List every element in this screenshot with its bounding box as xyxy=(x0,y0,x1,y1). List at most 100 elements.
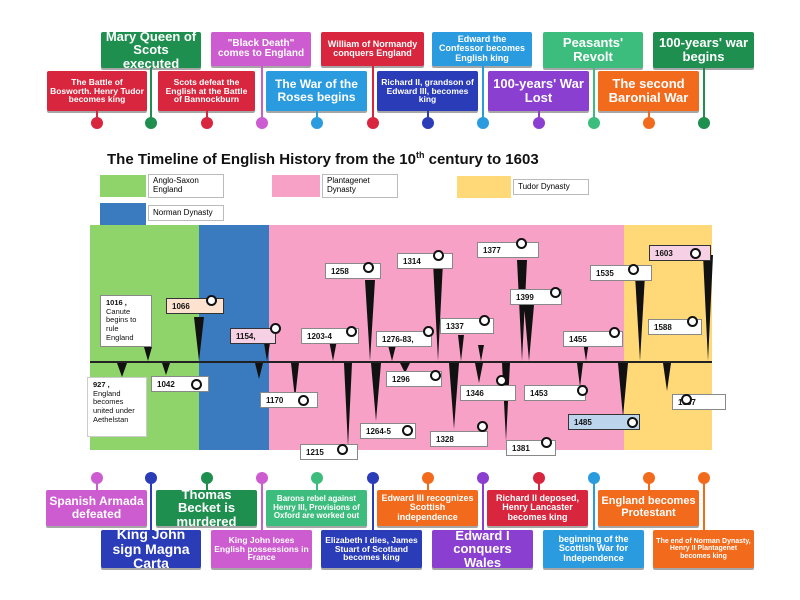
year-label-1587: 1587 xyxy=(672,394,726,410)
drop-dot xyxy=(145,117,157,129)
drop-dot xyxy=(643,117,655,129)
connector-stem xyxy=(538,111,540,119)
tile-100-years-war-lost[interactable]: 100-years' War Lost xyxy=(488,71,589,111)
draggable-target-ring[interactable] xyxy=(402,425,413,436)
drop-dot xyxy=(422,117,434,129)
connector-stem xyxy=(648,111,650,119)
event-spike xyxy=(475,363,483,383)
drop-dot xyxy=(256,472,268,484)
tile-england-becomes-protestant[interactable]: England becomes Protestant xyxy=(598,490,699,526)
draggable-target-ring[interactable] xyxy=(477,421,488,432)
draggable-target-ring[interactable] xyxy=(479,315,490,326)
event-spike xyxy=(328,335,338,361)
connector-stem xyxy=(316,480,318,490)
event-spike xyxy=(582,335,590,361)
tile-richard-ii-deposed[interactable]: Richard II deposed, Henry Lancaster beco… xyxy=(487,490,588,526)
draggable-target-ring[interactable] xyxy=(541,437,552,448)
event-spike xyxy=(478,345,484,361)
event-spike xyxy=(117,363,127,377)
tile-king-john-magna-carta[interactable]: King John sign Magna Carta xyxy=(101,527,201,571)
drop-dot xyxy=(145,472,157,484)
tile-war-of-the-roses-begins[interactable]: The War of the Roses begins xyxy=(266,71,367,111)
tile-black-death[interactable]: "Black Death" comes to England xyxy=(211,32,311,66)
draggable-target-ring[interactable] xyxy=(423,326,434,337)
event-spike xyxy=(162,363,170,375)
tile-peasants-revolt[interactable]: Peasants' Revolt xyxy=(543,32,643,68)
tile-edward-iii-scottish-independence[interactable]: Edward III recognizes Scottish independe… xyxy=(377,490,478,526)
draggable-target-ring[interactable] xyxy=(191,379,202,390)
drop-dot xyxy=(588,117,600,129)
draggable-target-ring[interactable] xyxy=(687,316,698,327)
draggable-target-ring[interactable] xyxy=(609,327,620,338)
draggable-target-ring[interactable] xyxy=(337,444,348,455)
connector-stem xyxy=(372,66,374,119)
drop-dot xyxy=(422,472,434,484)
tile-mary-queen-of-scots-executed[interactable]: Mary Queen of Scots executed xyxy=(101,29,201,70)
draggable-target-ring[interactable] xyxy=(433,250,444,261)
drop-dot xyxy=(367,117,379,129)
year-label-1016: 1016 , Canute begins to rule England xyxy=(100,295,152,347)
drop-dot xyxy=(201,117,213,129)
tile-edward-the-confessor[interactable]: Edward the Confessor becomes English kin… xyxy=(432,32,532,66)
event-spike xyxy=(577,363,583,387)
legend-label: Norman Dynasty xyxy=(148,205,224,221)
connector-stem xyxy=(316,111,318,119)
connector-stem xyxy=(206,480,208,490)
draggable-target-ring[interactable] xyxy=(496,375,507,386)
tile-battle-of-bosworth[interactable]: The Battle of Bosworth. Henry Tudor beco… xyxy=(47,71,147,111)
connector-stem xyxy=(96,480,98,490)
draggable-target-ring[interactable] xyxy=(577,385,588,396)
event-spike xyxy=(388,345,396,361)
tile-100-years-war-begins[interactable]: 100-years' war begins xyxy=(653,32,754,68)
tile-second-baronial-war[interactable]: The second Baronial War xyxy=(598,71,699,111)
drop-dot xyxy=(698,117,710,129)
draggable-target-ring[interactable] xyxy=(298,395,309,406)
year-label-1328: 1328 xyxy=(430,431,488,447)
year-label-927: 927 , England becomes united under Aethe… xyxy=(87,377,147,437)
tile-provisions-of-oxford[interactable]: Barons rebel against Henry III, Provisio… xyxy=(266,490,367,526)
year-label-1455: 1455 xyxy=(563,331,623,347)
drop-dot xyxy=(91,472,103,484)
connector-stem xyxy=(96,111,98,119)
tile-edward-i-conquers-wales[interactable]: Edward I conquers Wales xyxy=(432,528,533,569)
event-spike xyxy=(703,255,713,361)
draggable-target-ring[interactable] xyxy=(346,326,357,337)
draggable-target-ring[interactable] xyxy=(550,287,561,298)
tile-spanish-armada-defeated[interactable]: Spanish Armada defeated xyxy=(46,490,147,526)
event-spike xyxy=(635,275,645,361)
year-label-1603: 1603 xyxy=(649,245,711,261)
legend-label: Plantagenet Dynasty xyxy=(322,174,398,198)
drop-dot xyxy=(533,117,545,129)
timeline-chart: 1016 , Canute begins to rule England 927… xyxy=(87,225,726,460)
tile-scottish-war-independence[interactable]: beginning of the Scottish War for Indepe… xyxy=(543,530,644,568)
tile-elizabeth-dies-james-king[interactable]: Elizabeth I dies, James Stuart of Scotla… xyxy=(321,530,422,568)
tile-battle-of-bannockburn[interactable]: Scots defeat the English at the Battle o… xyxy=(158,71,255,111)
draggable-target-ring[interactable] xyxy=(627,417,638,428)
connector-stem xyxy=(703,480,705,530)
tile-end-of-norman-dynasty[interactable]: The end of Norman Dynasty, Henry II Plan… xyxy=(653,530,754,568)
tile-king-john-loses-france[interactable]: King John loses English possessions in F… xyxy=(211,530,312,568)
drop-dot xyxy=(91,117,103,129)
event-spike xyxy=(517,260,527,361)
draggable-target-ring[interactable] xyxy=(516,238,527,249)
draggable-target-ring[interactable] xyxy=(270,323,281,334)
drop-dot xyxy=(311,472,323,484)
tile-thomas-becket-murdered[interactable]: Thomas Becket is murdered xyxy=(156,487,257,528)
legend-swatch-plantagenet xyxy=(272,175,320,197)
event-spike xyxy=(458,335,464,361)
draggable-target-ring[interactable] xyxy=(681,394,692,405)
draggable-target-ring[interactable] xyxy=(690,248,701,259)
legend-swatch-anglo-saxon xyxy=(100,175,146,197)
draggable-target-ring[interactable] xyxy=(430,370,441,381)
draggable-target-ring[interactable] xyxy=(363,262,374,273)
connector-stem xyxy=(427,111,429,119)
draggable-target-ring[interactable] xyxy=(628,264,639,275)
tile-william-of-normandy[interactable]: William of Normandy conquers England xyxy=(321,32,424,66)
event-spike xyxy=(264,343,270,361)
draggable-target-ring[interactable] xyxy=(206,295,217,306)
year-label-1346: 1346 xyxy=(460,385,516,401)
event-spike xyxy=(144,347,152,361)
event-spike xyxy=(433,262,443,361)
connector-stem xyxy=(703,68,705,119)
tile-richard-ii-becomes-king[interactable]: Richard II, grandson of Edward III, beco… xyxy=(377,71,478,111)
